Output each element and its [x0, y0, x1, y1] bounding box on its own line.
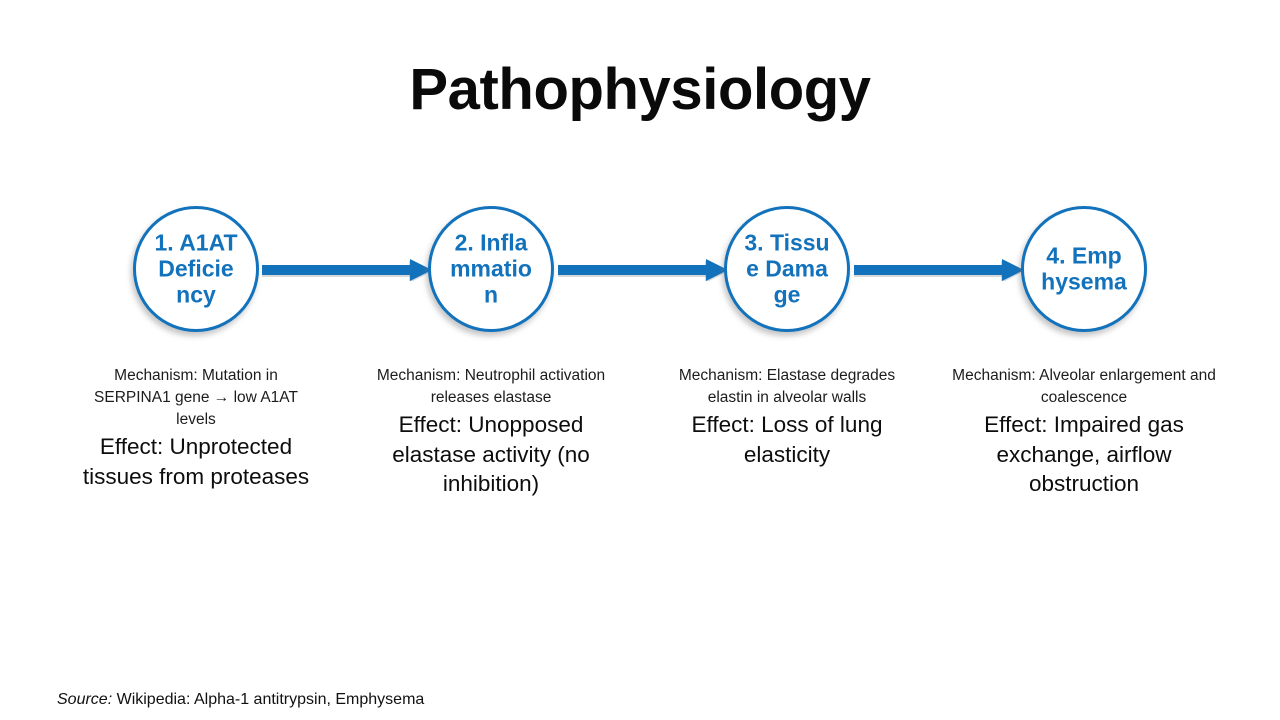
- flow-node-1-a1at-deficiency[interactable]: 1. A1AT Deficiency: [133, 206, 259, 332]
- source-note: Source: Wikipedia: Alpha-1 antitrypsin, …: [57, 690, 424, 711]
- flow-node-2-effect: Effect: Unopposed elastase activity (no …: [392, 412, 590, 497]
- flow-node-4-emphysema[interactable]: 4. Emphysema: [1021, 206, 1147, 332]
- process-flow: 1. A1AT Deficiency 2. Inflammation 3. Ti…: [0, 206, 1280, 332]
- flow-node-3-caption: Mechanism: Elastase degrades elastin in …: [655, 365, 919, 469]
- flow-node-4-caption: Mechanism: Alveolar enlargement and coal…: [952, 365, 1216, 499]
- flow-node-2-caption: Mechanism: Neutrophil activation release…: [371, 365, 611, 499]
- flow-node-4-number: 4.: [1046, 242, 1066, 269]
- source-text: Wikipedia: Alpha-1 antitrypsin, Emphysem…: [116, 691, 425, 708]
- flow-node-4-mechanism: Mechanism: Alveolar enlargement and coal…: [952, 367, 1216, 406]
- flow-node-4-name: Emphysema: [1041, 242, 1127, 294]
- flow-node-3-label: 3. Tissue Damage: [744, 229, 830, 307]
- flow-node-1-number: 1.: [154, 229, 174, 256]
- flow-node-1-effect: Effect: Unprotected tissues from proteas…: [82, 434, 310, 489]
- flow-arrow-2-to-3: [558, 259, 728, 281]
- flow-node-3-tissue-damage[interactable]: 3. Tissue Damage: [724, 206, 850, 332]
- flow-node-2-inflammation[interactable]: 2. Inflammation: [428, 206, 554, 332]
- source-label: Source:: [57, 691, 113, 708]
- page-title: Pathophysiology: [409, 57, 871, 122]
- flow-node-2-number: 2.: [454, 229, 474, 256]
- flow-arrow-3-to-4: [854, 259, 1024, 281]
- flow-node-3-number: 3.: [744, 229, 764, 256]
- flow-node-2-mechanism: Mechanism: Neutrophil activation release…: [376, 367, 606, 406]
- flow-node-1-mechanism: Mechanism: Mutation in SERPINA1 gene → l…: [94, 367, 298, 428]
- flow-node-1-name: A1AT Deficiency: [158, 229, 238, 307]
- flow-arrow-1-to-2: [262, 259, 432, 281]
- flow-node-3-mechanism: Mechanism: Elastase degrades elastin in …: [678, 367, 896, 406]
- flow-node-1-label: 1. A1AT Deficiency: [153, 229, 239, 307]
- flow-node-3-effect: Effect: Loss of lung elasticity: [691, 412, 883, 467]
- flow-node-4-label: 4. Emphysema: [1041, 242, 1127, 295]
- flow-node-1-caption: Mechanism: Mutation in SERPINA1 gene → l…: [76, 365, 316, 491]
- flow-node-2-name: Inflammation: [450, 229, 532, 307]
- flow-node-3-name: Tissue Damage: [746, 229, 830, 307]
- flow-node-2-label: 2. Inflammation: [448, 229, 534, 307]
- flow-node-4-effect: Effect: Impaired gas exchange, airflow o…: [984, 412, 1184, 497]
